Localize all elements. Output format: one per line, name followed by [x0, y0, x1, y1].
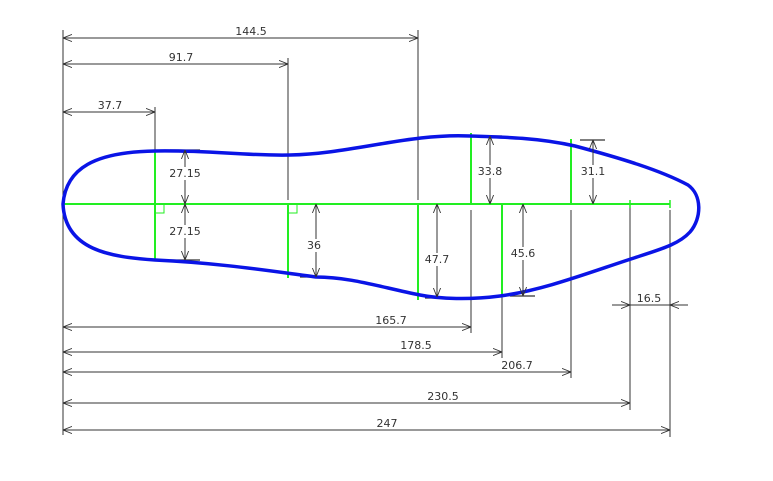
dimension-label: 178.5 — [400, 339, 432, 352]
dimension-label: 206.7 — [501, 359, 533, 372]
label-background — [509, 247, 537, 260]
right-angle-mark — [155, 204, 165, 214]
dimension-label: 36 — [307, 239, 321, 252]
dimension-label: 27.15 — [169, 225, 201, 238]
dimension-label: 27.15 — [169, 167, 201, 180]
dimension-label: 247 — [377, 417, 398, 430]
dimension-label: 31.1 — [581, 165, 606, 178]
dimension-label: 144.5 — [235, 25, 267, 38]
insole-outline — [61, 133, 701, 301]
measurement-lines — [63, 133, 671, 300]
dimension-label: 47.7 — [425, 253, 450, 266]
dimension-label: 33.8 — [478, 165, 503, 178]
dimension-label: 91.7 — [169, 51, 194, 64]
dimension-label: 45.6 — [511, 247, 536, 260]
dimension-label: 165.7 — [375, 314, 407, 327]
label-background — [168, 167, 202, 180]
label-background — [168, 225, 202, 238]
label-background — [306, 239, 322, 252]
dimension-annotations: 144.5 91.7 37.7 165.7 178.5 206.7 230.5 247 16.5… — [63, 25, 688, 430]
dimension-label: 16.5 — [637, 292, 662, 305]
dimension-label: 230.5 — [427, 390, 459, 403]
right-angle-mark — [288, 204, 298, 214]
label-background — [423, 253, 451, 266]
label-background — [476, 165, 504, 178]
dimension-label: 37.7 — [98, 99, 123, 112]
label-background — [579, 165, 607, 178]
